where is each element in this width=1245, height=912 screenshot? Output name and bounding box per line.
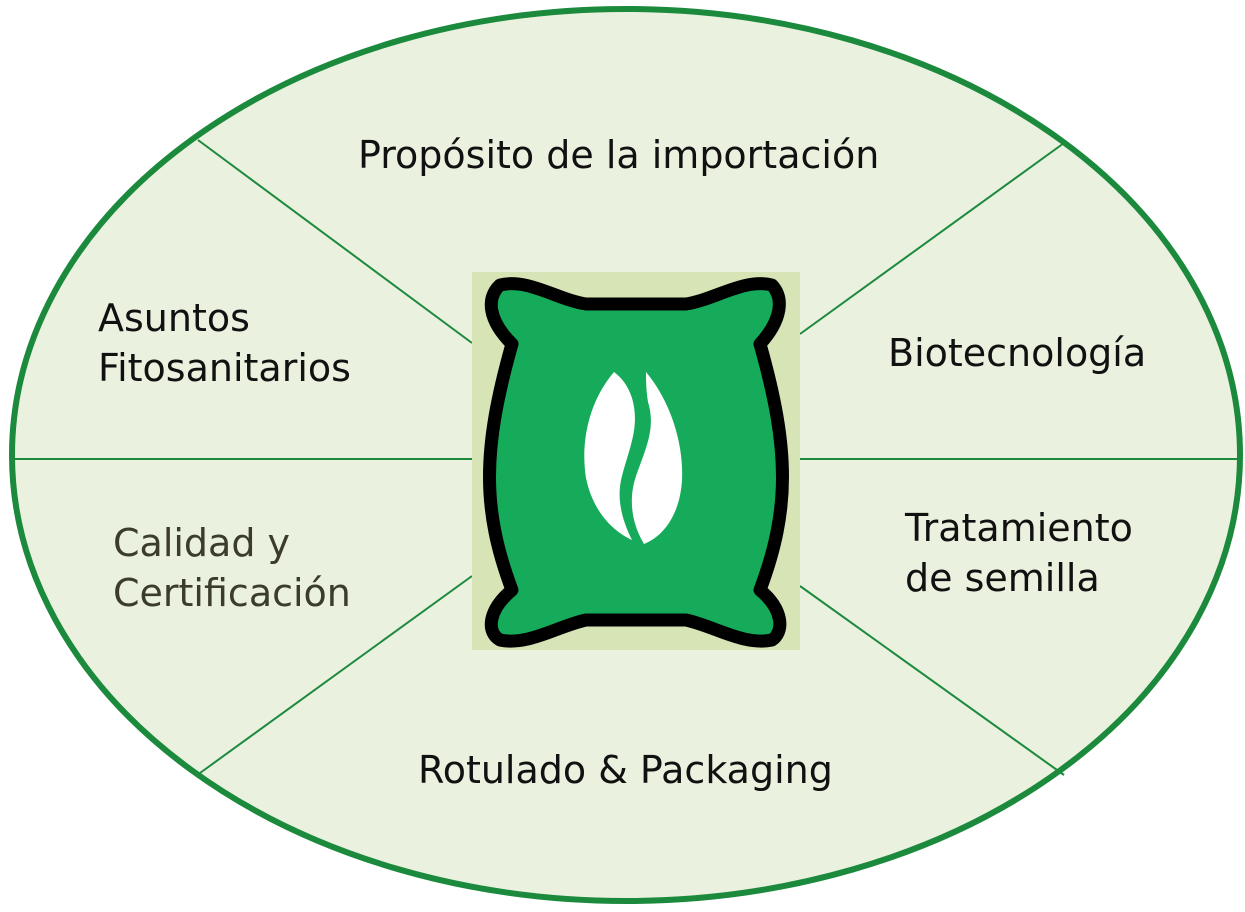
segment-label-calidad-certificacion: Calidad y Certificación [113,518,351,618]
segment-label-tratamiento-semilla: Tratamiento de semilla [905,503,1133,603]
segment-label-line: Fitosanitarios [98,346,351,390]
segment-label-line: Biotecnología [888,331,1147,375]
segment-label-biotecnologia: Biotecnología [888,328,1146,378]
seed-left-half [584,372,635,540]
segment-label-line: Tratamiento [905,506,1133,550]
divider-lower-left [199,575,473,774]
segment-label-rotulado-packaging: Rotulado & Packaging [418,745,833,795]
segment-label-asuntos-fitosanitarios: Asuntos Fitosanitarios [98,293,351,393]
divider-upper-left [197,139,473,344]
divider-upper-right [799,142,1065,335]
segment-label-line: Calidad y [113,521,291,565]
segment-label-line: Propósito de la importación [358,133,880,177]
seed-bag-icon [472,272,800,650]
divider-lower-right [799,585,1065,776]
segment-label-proposito: Propósito de la importación [358,130,879,180]
bag-body [483,277,789,648]
seed-right-half [631,372,683,544]
segment-label-line: de semilla [905,556,1100,600]
segment-label-line: Rotulado & Packaging [418,748,833,792]
segment-label-line: Asuntos [98,296,250,340]
segment-label-line: Certificación [113,571,351,615]
